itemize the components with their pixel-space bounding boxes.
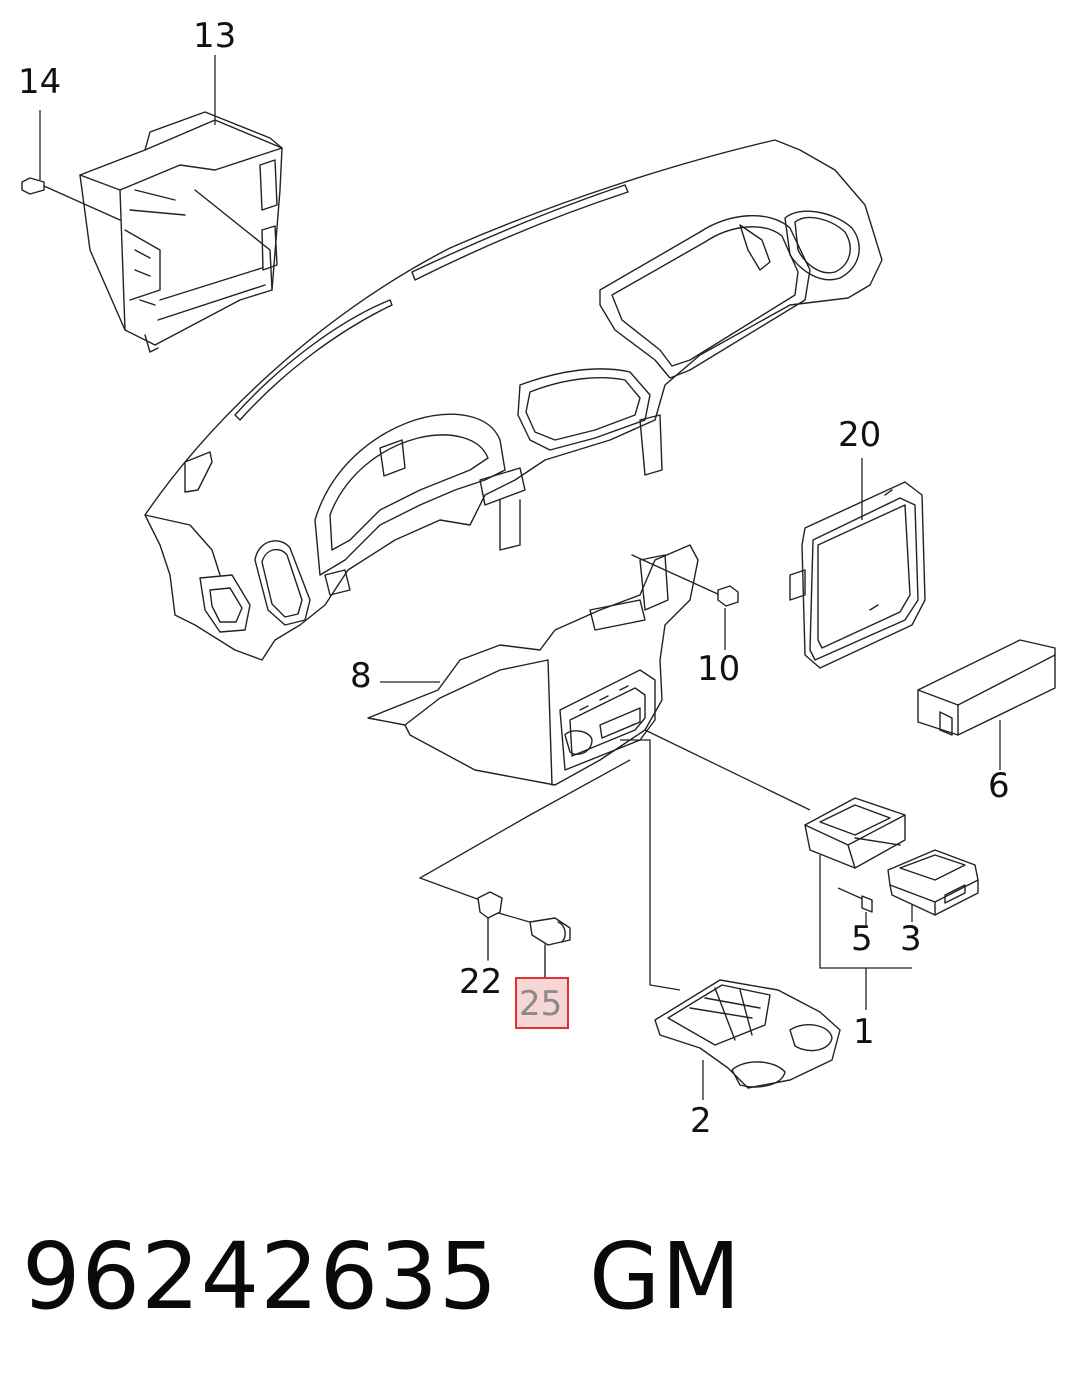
callout-6: 6 [988, 766, 1010, 806]
assembly-line-1 [644, 729, 811, 811]
brand-name: GM [589, 1223, 742, 1330]
assembly-line-22 [418, 759, 631, 901]
bracket-line-1 [819, 855, 912, 969]
storage-pocket-part-6 [917, 639, 1056, 736]
part-number: 96242635 [22, 1223, 499, 1330]
callout-2: 2 [690, 1101, 712, 1141]
switch-housing-part-1 [804, 797, 906, 869]
callout-5: 5 [851, 919, 873, 959]
screw-part-5 [837, 887, 873, 913]
dashboard-main-body [144, 139, 883, 661]
callout-14: 14 [18, 62, 61, 102]
callout-1: 1 [853, 1012, 875, 1052]
callout-3: 3 [900, 919, 922, 959]
callout-13: 13 [193, 16, 236, 56]
callout-25: 25 [519, 984, 562, 1024]
screw-part-14 [21, 177, 121, 221]
callout-20: 20 [838, 415, 881, 455]
cup-holder-part-2 [654, 979, 841, 1089]
part-number-caption: 96242635 GM [22, 1212, 1062, 1342]
lighter-part-25 [529, 917, 571, 979]
center-console-part-8 [367, 544, 699, 786]
callout-highlight-box [515, 977, 569, 1029]
socket-part-22 [477, 891, 503, 961]
ashtray-part-3 [887, 849, 979, 916]
callout-10: 10 [697, 649, 740, 689]
bracket-part-13 [79, 111, 283, 353]
callout-8: 8 [350, 656, 372, 696]
callout-22: 22 [459, 962, 502, 1002]
screw-part-10 [631, 554, 739, 607]
bezel-frame-part-20 [789, 481, 926, 669]
assembly-line-2 [620, 739, 681, 991]
